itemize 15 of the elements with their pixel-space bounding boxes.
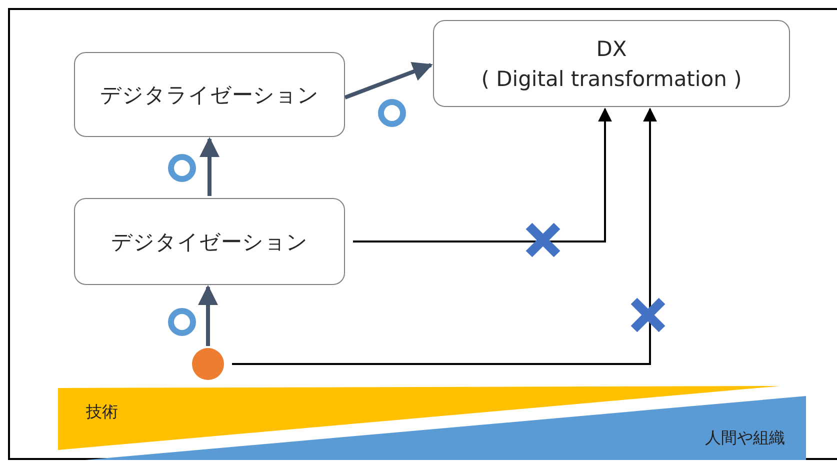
box-label: DX [596,36,627,62]
box-label: ( Digital transformation ) [481,66,742,92]
process-box [74,198,345,285]
box-label: デジタイゼーション [111,228,308,256]
arrow [200,137,220,196]
band-label: 技術 [86,401,118,423]
process-box [74,52,345,137]
wedge-band [85,396,806,460]
band-label: 人間や組織 [705,427,785,449]
box-label: デジタライゼーション [100,82,319,108]
process-box [433,20,790,107]
arrow [198,285,218,346]
arrow [344,62,433,100]
arrow [232,108,657,365]
arrow [353,108,612,242]
